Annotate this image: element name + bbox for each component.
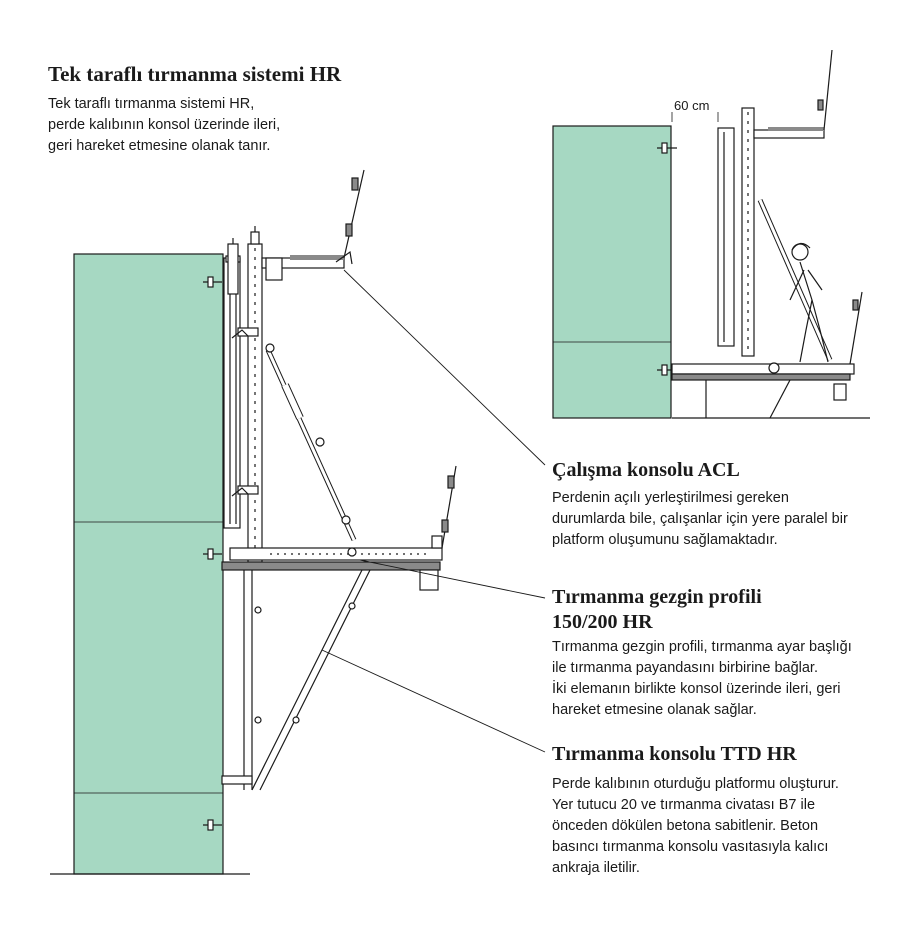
console-hanger	[221, 569, 371, 791]
section-title-console: Tırmanma konsolu TTD HR	[552, 743, 797, 765]
section-text-line: Tırmanma gezgin profili, tırmanma ayar b…	[552, 639, 852, 655]
wall-anchor	[203, 819, 222, 831]
diagonal-strut	[265, 343, 357, 542]
section-text-acl: Perdenin açılı yerleştirilmesi gereken d…	[552, 488, 848, 551]
dimension-label: 60 cm	[674, 98, 709, 113]
section-text-line: Perdenin açılı yerleştirilmesi gereken	[552, 490, 789, 506]
leader-line	[359, 559, 546, 599]
concrete-wall	[73, 253, 224, 875]
detail-formwork-panel	[717, 127, 735, 347]
wall-anchor	[203, 548, 222, 560]
section-text-line: durumlarda bile, çalışanlar için yere pa…	[552, 511, 848, 527]
worker-figure	[789, 242, 829, 363]
section-text-line: ankraja iletilir.	[552, 860, 640, 876]
page-description: Tek taraflı tırmanma sistemi HR, perde k…	[48, 94, 328, 157]
leader-line	[321, 649, 546, 753]
section-text-line: basıncı tırmanma konsolu vasıtasıyla kal…	[552, 839, 829, 855]
section-text-line: Yer tutucu 20 ve tırmanma civatası B7 il…	[552, 797, 816, 813]
detail-concrete-wall	[552, 125, 672, 419]
upper-platform	[261, 169, 365, 281]
section-text-line: İki elemanın birlikte konsol üzerinde il…	[552, 681, 841, 697]
climbing-console	[221, 465, 457, 591]
section-title-profile: Tırmanma gezgin profili 150/200 HR	[552, 585, 762, 635]
description-line: geri hareket etmesine olanak tanır.	[48, 138, 271, 154]
section-text-console: Perde kalıbının oturduğu platformu oluşt…	[552, 774, 839, 879]
description-line: Tek taraflı tırmanma sistemi HR,	[48, 96, 255, 112]
section-title-line: 150/200 HR	[552, 611, 653, 633]
section-text-profile: Tırmanma gezgin profili, tırmanma ayar b…	[552, 637, 852, 721]
section-title-line: Tırmanma gezgin profili	[552, 586, 762, 608]
climbing-profile	[227, 226, 263, 563]
section-text-line: önceden dökülen betona sabitlenir. Beton	[552, 818, 819, 834]
section-text-line: ile tırmanma payandasını birbirine bağla…	[552, 660, 818, 676]
detail-platform	[671, 363, 855, 375]
section-text-line: Perde kalıbının oturduğu platformu oluşt…	[552, 776, 839, 792]
wall-anchor	[203, 276, 222, 288]
section-title-acl: Çalışma konsolu ACL	[552, 459, 740, 481]
section-text-line: hareket etmesine olanak sağlar.	[552, 702, 757, 718]
leader-line	[343, 269, 546, 466]
description-line: perde kalıbının konsol üzerinde ileri,	[48, 117, 281, 133]
section-text-line: platform oluşumunu sağlamaktadır.	[552, 532, 778, 548]
page-title: Tek taraflı tırmanma sistemi HR	[48, 62, 342, 86]
